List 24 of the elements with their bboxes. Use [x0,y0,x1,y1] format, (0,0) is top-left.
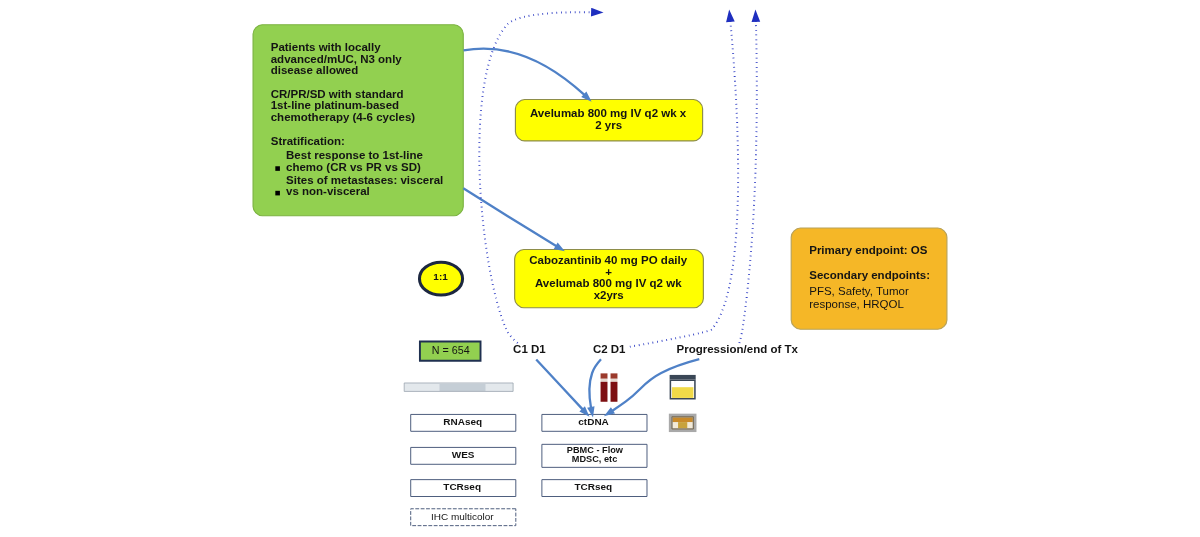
node-text: C2 D1 [592,343,626,356]
node-box: ctDNA [541,413,648,432]
arrow [587,358,602,418]
arrow [478,8,604,344]
node-box: Avelumab 800 mg IV q2 wk x 2 yrs [514,98,704,142]
node-box: TCRseq [541,479,648,497]
node-box: Cabozantinib 40 mg PO daily + Avelumab 800 mg IV q2 wk x2yrs [514,248,704,309]
node-box: Primary endpoint: OS Secondary endpoints: PFS, Safety, Tumor response, HRQOL [790,227,948,330]
node-ellipse: 1:1 [417,260,465,297]
node-box: WES [410,446,517,465]
arrow [535,358,590,417]
arrow [463,47,592,102]
node-box: TCRseq [410,479,517,497]
node-text: C1 D1 [513,343,546,356]
arrow [603,358,700,417]
arrow [738,9,761,345]
node-box: IHC multicolor [410,508,517,527]
node-box: Patients with locally advanced/mUC, N3 only disease allowed CR/PR/SD with standard 1st-line platinum-based chemotherapy (4-6 cycles) Stratification: Best response to 1st-line chemo (CR vs PR vs SD) Sites of metastases: visceral vs non-visceral [252,24,464,217]
arrow [462,187,565,252]
node-text: Progression/end of Tx [676,343,798,356]
node-box: RNAseq [410,413,517,432]
arrow [628,9,740,348]
node-box: N = 654 [418,340,482,362]
node-box: PBMC - Flow MDSC, etc [541,443,648,468]
